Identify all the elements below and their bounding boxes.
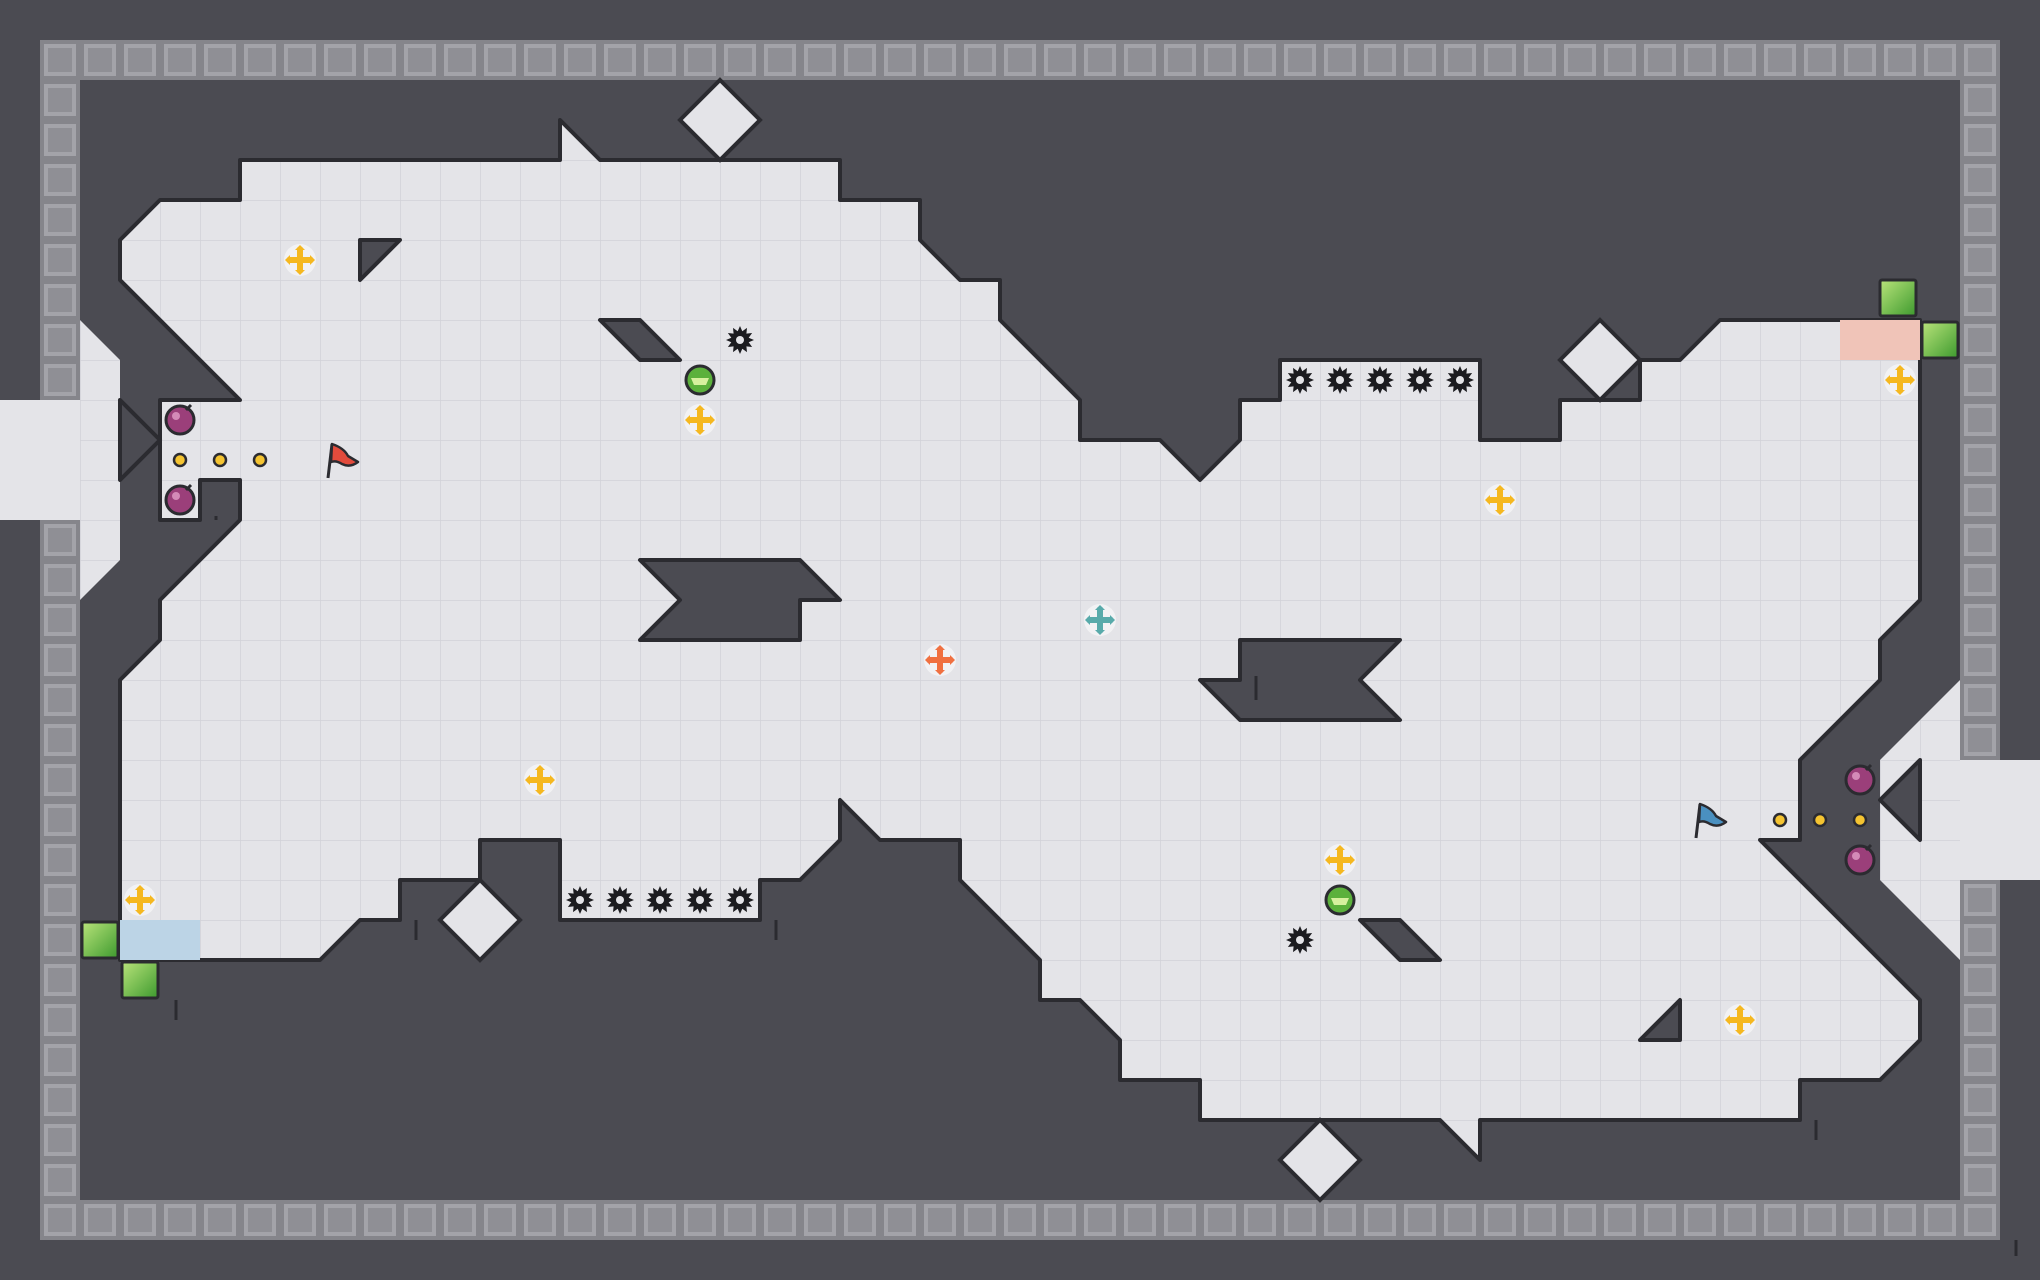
blue-team-spawn-zone xyxy=(120,920,200,960)
powerup-plus-icon[interactable] xyxy=(1724,1004,1756,1036)
powerup-plus-icon[interactable] xyxy=(284,244,316,276)
spike-icon[interactable] xyxy=(1326,366,1354,394)
spike-icon[interactable] xyxy=(1446,366,1474,394)
flag-blue-icon[interactable] xyxy=(1694,802,1728,839)
bomb-icon[interactable] xyxy=(1844,843,1876,876)
boost-pad[interactable] xyxy=(1878,278,1918,318)
gate-dot-icon xyxy=(1852,812,1868,828)
bomb-icon[interactable] xyxy=(164,483,196,516)
spike-icon[interactable] xyxy=(566,886,594,914)
gate-dot-icon xyxy=(212,452,228,468)
boost-pad[interactable] xyxy=(80,920,120,960)
powerup-plus-icon[interactable] xyxy=(1324,844,1356,876)
powerup-plus-icon[interactable] xyxy=(1484,484,1516,516)
gate-dot-icon xyxy=(1772,812,1788,828)
spike-icon[interactable] xyxy=(1286,926,1314,954)
powerup-plus-icon[interactable] xyxy=(1884,364,1916,396)
bomb-icon[interactable] xyxy=(1844,763,1876,796)
diamond-blocks xyxy=(437,77,1643,1203)
powerup-plus-icon[interactable] xyxy=(124,884,156,916)
powerup-plus-icon[interactable] xyxy=(524,764,556,796)
boost-pad[interactable] xyxy=(1920,320,1960,360)
powerup-plus-icon[interactable] xyxy=(924,644,956,676)
speed-boost-icon[interactable] xyxy=(1324,884,1356,916)
spike-icon[interactable] xyxy=(646,886,674,914)
wall-marks xyxy=(174,516,2018,1256)
spike-icon[interactable] xyxy=(1366,366,1394,394)
boost-pad[interactable] xyxy=(120,960,160,1000)
gate-dot-icon xyxy=(252,452,268,468)
bomb-icon[interactable] xyxy=(164,403,196,436)
spike-icon[interactable] xyxy=(1406,366,1434,394)
wall-islands xyxy=(118,238,1922,1042)
red-team-spawn-zone xyxy=(1840,320,1920,360)
spike-icon[interactable] xyxy=(726,886,754,914)
spike-icon[interactable] xyxy=(606,886,634,914)
flag-red-icon[interactable] xyxy=(326,442,360,479)
spike-icon[interactable] xyxy=(1286,366,1314,394)
powerup-plus-icon[interactable] xyxy=(1084,604,1116,636)
right-tunnel xyxy=(1960,760,2040,880)
spike-icon[interactable] xyxy=(726,326,754,354)
gate-dot-icon xyxy=(1812,812,1828,828)
powerup-plus-icon[interactable] xyxy=(684,404,716,436)
speed-boost-icon[interactable] xyxy=(684,364,716,396)
spike-icon[interactable] xyxy=(686,886,714,914)
left-tunnel xyxy=(0,400,80,520)
gate-dot-icon xyxy=(172,452,188,468)
boost-pads xyxy=(80,278,1960,1000)
